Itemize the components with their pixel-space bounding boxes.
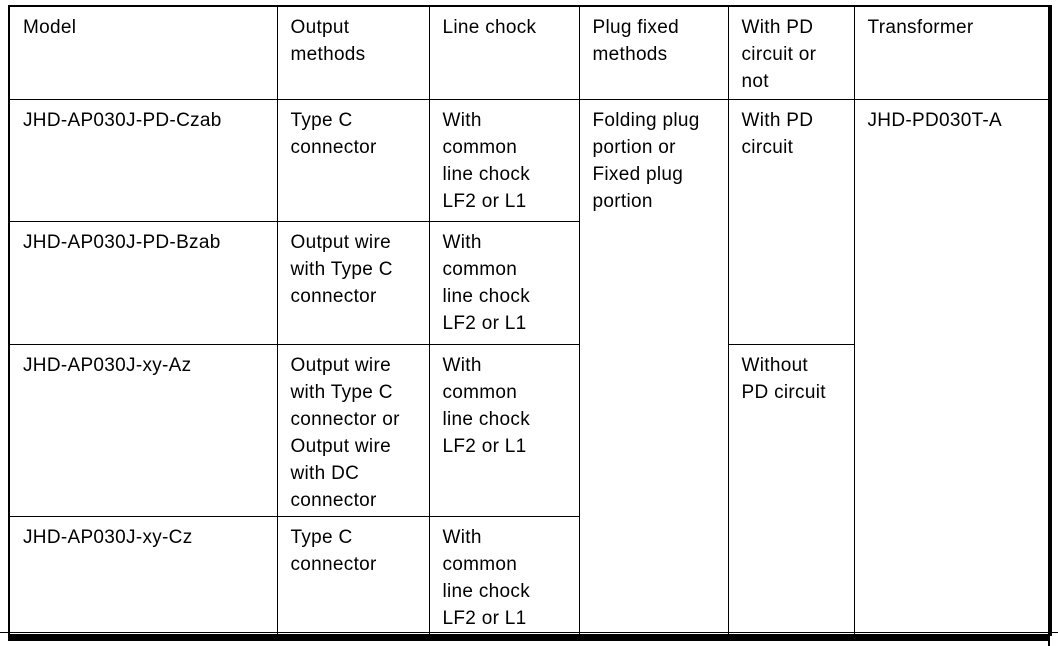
- product-spec-table: Model Output methods Line chock Plug fix…: [8, 5, 1052, 636]
- header-plug-fixed-methods: Plug fixed methods: [578, 5, 729, 100]
- page-rule-thin: [0, 632, 1058, 633]
- table-end-thick-rule: [8, 634, 1048, 641]
- page-border-right: [1048, 5, 1050, 646]
- table-row: JHD-AP030J-PD-Bzab Output wire with Type…: [8, 220, 1051, 345]
- cell-model: JHD-AP030J-xy-Az: [8, 343, 278, 517]
- table-row: JHD-AP030J-xy-Az Output wire with Type C…: [8, 343, 1051, 635]
- cell-output-method: Output wire with Type C connector: [276, 220, 430, 345]
- header-model: Model: [8, 5, 278, 100]
- cell-line-chock: With common line chock LF2 or L1: [428, 515, 580, 635]
- cell-model: JHD-AP030J-PD-Czab: [8, 98, 278, 222]
- header-transformer: Transformer: [853, 5, 1052, 100]
- header-line-chock: Line chock: [428, 5, 580, 100]
- cell-line-chock: With common line chock LF2 or L1: [428, 220, 580, 345]
- table-row: JHD-AP030J-PD-Czab Type C connector With…: [8, 98, 1052, 635]
- cell-output-method: Type C connector: [276, 515, 430, 635]
- header-pd-circuit: With PD circuit or not: [727, 5, 855, 100]
- cell-without-pd-circuit: Without PD circuit: [727, 343, 855, 635]
- cell-line-chock: With common line chock LF2 or L1: [428, 98, 580, 222]
- cell-model: JHD-AP030J-PD-Bzab: [8, 220, 278, 345]
- cell-output-method: Type C connector: [276, 98, 430, 222]
- cell-with-pd-circuit: With PD circuit: [727, 98, 855, 345]
- cell-plug-fixed-methods: Folding plug portion or Fixed plug porti…: [578, 98, 729, 635]
- cell-output-method: Output wire with Type C connector or Out…: [276, 343, 430, 517]
- cell-line-chock: With common line chock LF2 or L1: [428, 343, 580, 517]
- cell-transformer-model: JHD-PD030T-A: [853, 98, 1052, 635]
- header-output-methods: Output methods: [276, 5, 430, 100]
- table-header-row: Model Output methods Line chock Plug fix…: [8, 5, 1052, 100]
- table-row: JHD-AP030J-xy-Cz Type C connector With c…: [8, 515, 1051, 635]
- cell-model: JHD-AP030J-xy-Cz: [8, 515, 278, 635]
